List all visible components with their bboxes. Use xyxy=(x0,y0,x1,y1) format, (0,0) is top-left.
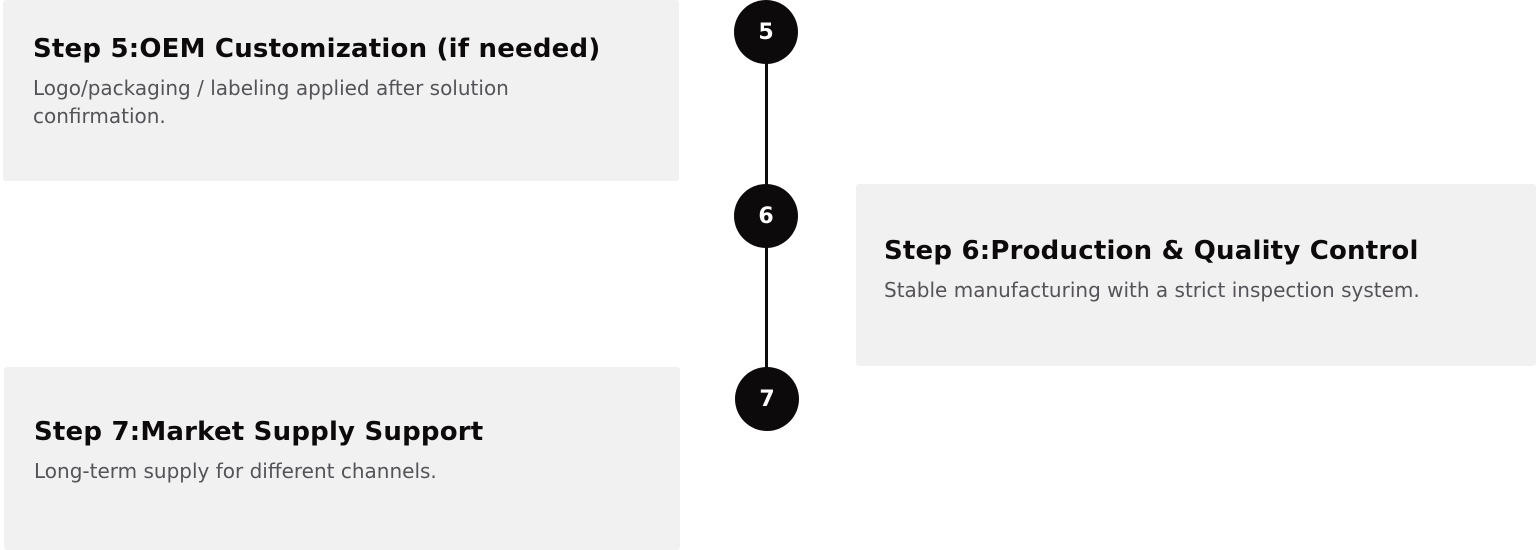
step-5-number: 5 xyxy=(758,19,774,45)
step-7-number: 7 xyxy=(759,386,775,412)
step-6-number: 6 xyxy=(758,203,774,229)
step-6-description: Stable manufacturing with a strict inspe… xyxy=(884,278,1420,302)
step-5-title: Step 5:OEM Customization (if needed) xyxy=(33,34,601,64)
step-7-marker: 7 xyxy=(735,367,799,431)
step-6-title: Step 6:Production & Quality Control xyxy=(884,236,1419,266)
step-5-card: Step 5:OEM Customization (if needed) Log… xyxy=(3,0,679,181)
step-7-card: Step 7:Market Supply Support Long-term s… xyxy=(4,367,680,550)
step-5-marker: 5 xyxy=(734,0,798,64)
step-6-marker: 6 xyxy=(734,184,798,248)
step-7-title: Step 7:Market Supply Support xyxy=(34,417,484,447)
step-6-card: Step 6:Production & Quality Control Stab… xyxy=(856,184,1536,366)
step-7-description: Long-term supply for different channels. xyxy=(34,459,437,483)
step-5-description: Logo/packaging / labeling applied after … xyxy=(33,76,509,128)
